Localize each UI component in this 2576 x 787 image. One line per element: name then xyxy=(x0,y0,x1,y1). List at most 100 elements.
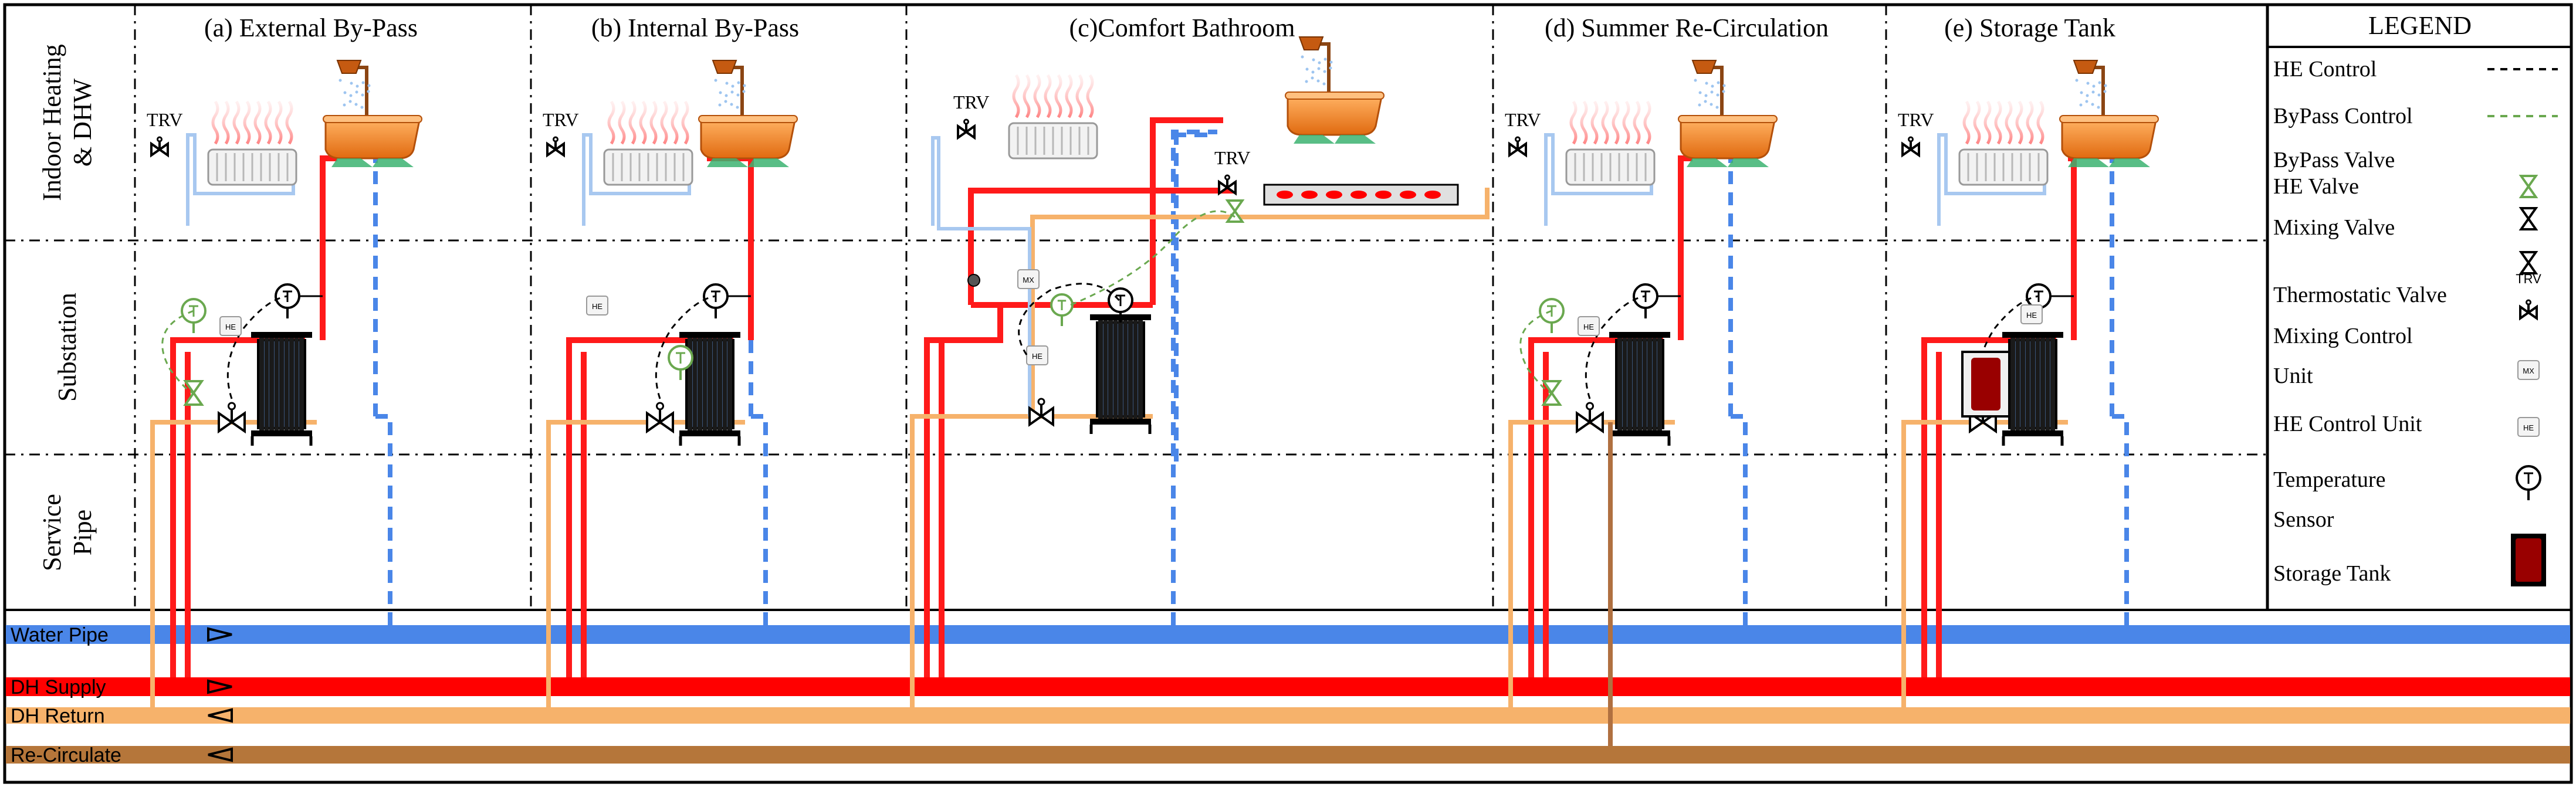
control-unit-box xyxy=(2517,360,2540,380)
radiator-icon xyxy=(1958,100,2049,186)
trv-icon: TRV xyxy=(543,109,578,158)
water-drop xyxy=(2075,79,2079,82)
valve-half xyxy=(1587,411,1604,434)
legend-item-label: HE Valve xyxy=(2273,174,2359,199)
water-drop xyxy=(1323,70,1326,73)
water-drop xyxy=(2104,84,2107,87)
he-control-line xyxy=(1978,295,2039,399)
valve-half xyxy=(229,411,246,434)
control-unit-box xyxy=(1026,345,1048,365)
tub-feet xyxy=(707,158,748,167)
tub-rim xyxy=(2059,115,2159,123)
shower-head xyxy=(712,60,737,74)
water-drop xyxy=(1311,76,1314,80)
water-drop xyxy=(354,103,358,106)
legend-item-label: Sensor xyxy=(2273,507,2334,532)
valve-half xyxy=(183,391,204,406)
thermostatic-valve-icon xyxy=(2519,299,2538,321)
water-drop xyxy=(1305,80,1308,83)
heat-wave xyxy=(232,100,241,145)
legend-item-label: Storage Tank xyxy=(2273,561,2391,586)
indoor-return-pipe xyxy=(186,133,295,226)
row-label: Indoor Heating& DHW xyxy=(38,44,97,201)
water-drop xyxy=(1329,66,1332,70)
control-unit-tag: HE xyxy=(1032,352,1042,361)
he-plate xyxy=(1138,318,1143,421)
heat-wave xyxy=(649,100,658,145)
water-drop xyxy=(1722,84,1726,87)
water-drop xyxy=(1704,100,1707,103)
control-unit-tag: HE xyxy=(2026,311,2037,320)
dh-supply-pipe xyxy=(1921,337,1939,677)
heat-wave xyxy=(1075,74,1084,118)
dh-return-pipe xyxy=(546,420,745,707)
he-control-line xyxy=(1018,283,1122,355)
tub-body xyxy=(1287,96,1383,136)
bypass-sensor-icon xyxy=(1539,298,1565,333)
legend-item-label: Mixing Valve xyxy=(2273,215,2395,240)
valve-half xyxy=(2519,260,2538,274)
he-plate xyxy=(264,335,269,433)
heat-exchanger-icon xyxy=(2002,332,2064,446)
legend-item-label: HE Control xyxy=(2273,57,2377,82)
he-plate xyxy=(717,335,722,433)
dh-supply-pipe xyxy=(1150,117,1223,305)
water-drop xyxy=(736,93,740,97)
control-unit-tag: MX xyxy=(2523,367,2534,375)
he-plate xyxy=(727,335,732,433)
legend-item-label: ByPass Valve xyxy=(2273,148,2395,172)
valve-actuator xyxy=(1037,398,1045,406)
heat-wave xyxy=(211,100,219,145)
tub-feet xyxy=(331,158,373,167)
tub-feet xyxy=(1294,135,1335,144)
he-plate xyxy=(284,335,289,433)
he-plate xyxy=(1123,318,1128,421)
control-unit-box xyxy=(586,296,608,316)
water-drop xyxy=(1305,67,1309,71)
he-plate xyxy=(688,335,692,433)
legend-item-label: Mixing Control xyxy=(2273,324,2413,348)
control-unit-box xyxy=(219,316,242,336)
legend-item-label: ByPass Control xyxy=(2273,104,2413,128)
heat-wave xyxy=(671,100,679,145)
trv-icon: TRV xyxy=(1214,147,1250,196)
trv-valve-icon xyxy=(546,136,565,158)
bypass-valve-icon xyxy=(1225,199,1245,223)
heat-wave xyxy=(1590,100,1599,145)
column-title: (e) Storage Tank xyxy=(1944,13,2115,42)
heat-wave xyxy=(1643,100,1651,145)
valve-actuator xyxy=(2526,299,2531,306)
indoor-return-pipe xyxy=(931,136,1031,416)
control-unit-box xyxy=(1578,316,1600,336)
he-plate xyxy=(708,335,712,433)
he-valve-icon xyxy=(1576,402,1604,434)
column-title: (c)Comfort Bathroom xyxy=(1069,13,1295,42)
water-drop xyxy=(714,79,717,82)
he-valve-icon xyxy=(1028,398,1054,427)
floor-heating-element xyxy=(1400,191,1416,199)
he-valve-icon xyxy=(218,402,246,434)
valve-half xyxy=(1541,380,1562,395)
he-plate xyxy=(289,335,294,433)
section-grid xyxy=(5,3,2571,611)
valve-half xyxy=(1028,406,1044,427)
floor-heating-element xyxy=(1301,191,1318,199)
heat-wave xyxy=(1012,74,1020,118)
dh-supply-pipe xyxy=(968,188,1235,305)
heat-wave xyxy=(639,100,647,145)
valve-half xyxy=(964,124,976,140)
heat-wave xyxy=(628,100,637,145)
trv-label: TRV xyxy=(1505,109,1541,130)
heat-wave xyxy=(2036,100,2044,145)
water-drop xyxy=(1715,106,1719,109)
water-drop xyxy=(1710,90,1714,94)
valve-actuator xyxy=(1515,136,1521,143)
water-drop xyxy=(1318,61,1321,65)
tub-feet xyxy=(2068,158,2109,167)
column-title: (a) External By-Pass xyxy=(204,13,418,42)
tub-rim xyxy=(698,115,798,123)
valve-actuator xyxy=(157,136,163,143)
he-bottom-bar xyxy=(251,430,312,436)
he-control-unit-icon: HE xyxy=(219,316,242,336)
